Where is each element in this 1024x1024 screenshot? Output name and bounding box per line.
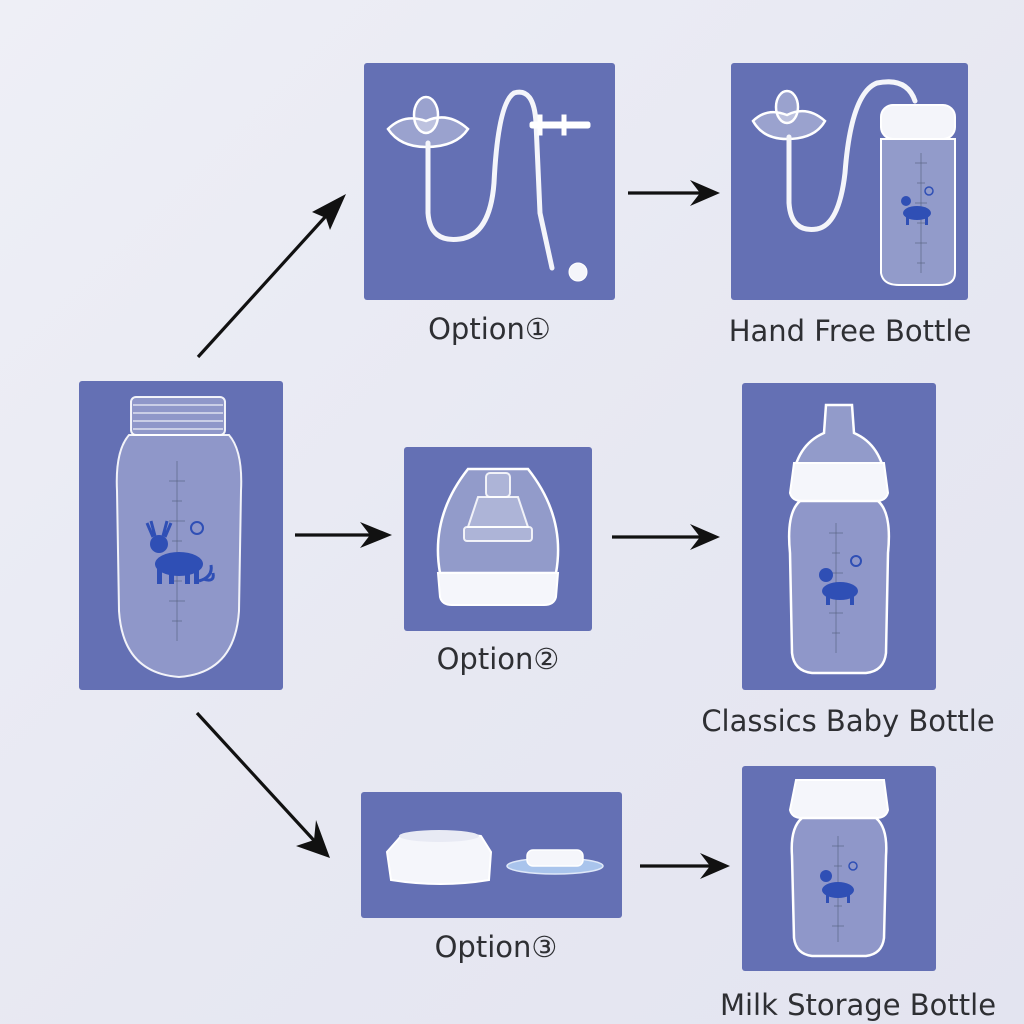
option3-panel — [361, 792, 622, 918]
classics-bottle-image — [787, 403, 891, 675]
base-bottle-image — [115, 396, 243, 679]
base-bottle-panel — [79, 381, 283, 690]
milk-storage-bottle-label: Milk Storage Bottle — [719, 988, 997, 1022]
option3-label: Option③ — [434, 930, 558, 964]
arrowhead-hand-free — [690, 180, 720, 206]
arrowhead-classics — [690, 524, 720, 550]
milk-storage-bottle-image — [788, 779, 890, 958]
arrowhead-option2 — [360, 522, 392, 548]
nipple-cap-image — [436, 467, 560, 606]
deer-icon — [820, 861, 858, 903]
option1-label: Option① — [428, 312, 551, 346]
arrowhead-storage — [700, 853, 730, 879]
option2-panel — [404, 447, 592, 631]
storage-caps-image — [385, 830, 604, 885]
hand-free-bottle-panel — [731, 63, 968, 300]
pacifier-straw-image — [386, 89, 591, 282]
arrowhead-option1 — [312, 194, 346, 230]
arrow-to-option1 — [196, 203, 338, 359]
arrow-to-option3 — [195, 711, 322, 849]
hand-free-bottle-label: Hand Free Bottle — [728, 314, 972, 348]
deer-icon — [901, 186, 934, 225]
deer-icon — [145, 520, 215, 584]
arrowhead-option3 — [296, 820, 330, 858]
milk-storage-bottle-panel — [742, 766, 936, 971]
classics-baby-bottle-label: Classics Baby Bottle — [701, 704, 995, 738]
deer-icon — [819, 555, 862, 605]
option1-panel — [364, 63, 615, 300]
hand-free-bottle-image — [751, 79, 956, 286]
option2-label: Option② — [436, 642, 560, 676]
classics-bottle-panel — [742, 383, 936, 690]
